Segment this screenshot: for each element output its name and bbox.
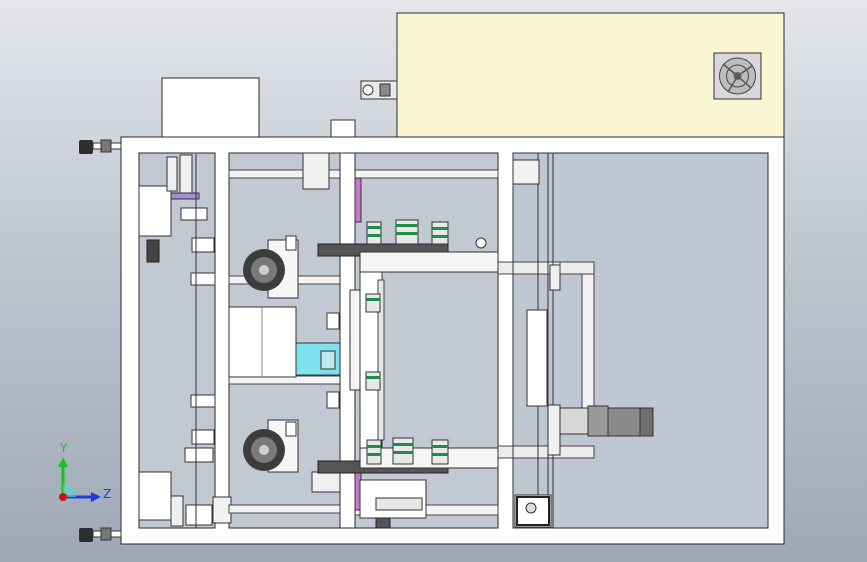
z-axis-label: Z <box>103 487 112 501</box>
leveling-foot-bottom <box>79 527 122 542</box>
caster-wheel-top <box>243 235 299 299</box>
cabinet-bracket <box>360 80 398 100</box>
caster-wheel-bottom <box>243 419 299 473</box>
cooling-fan-icon <box>713 52 762 100</box>
y-axis-label: Y <box>60 441 68 455</box>
side-clamp-column <box>349 289 381 391</box>
spring-clamps-top <box>366 219 487 249</box>
spring-clamps-bottom <box>366 437 449 465</box>
right-bay <box>512 152 769 529</box>
right-bay-mechanism <box>512 152 595 529</box>
servo-motor <box>559 405 654 437</box>
control-box <box>161 77 260 138</box>
coordinate-triad-icon <box>58 457 101 502</box>
left-column-components <box>138 154 232 528</box>
lower-cylinder <box>359 479 427 529</box>
leveling-foot-top <box>79 139 122 154</box>
top-connector <box>330 119 356 138</box>
bottom-right-block <box>514 494 552 528</box>
